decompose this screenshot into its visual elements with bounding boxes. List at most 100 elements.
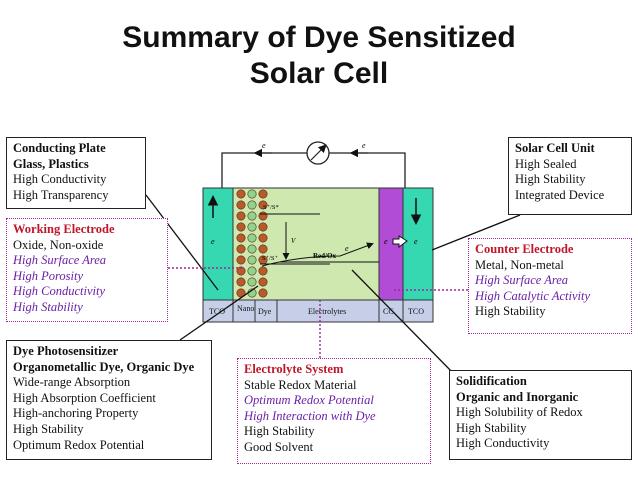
nano-particle [236,200,246,210]
electrolyte-heading: Electrolyte System [244,362,344,376]
nano-particle [258,189,268,199]
nano-particle [247,244,257,254]
solidification-item: High Solubility of Redox [456,405,583,420]
dye-item: High Absorption Coefficient [13,390,156,405]
electrolyte-box: Electrolyte System Stable Redox Material… [237,358,431,464]
counter-electrode-heading: Counter Electrode [475,242,574,256]
solar-unit-item: High Stability [515,172,586,187]
nano-particle [247,189,257,199]
nano-particles [236,189,268,298]
nano-particle [236,277,246,287]
nano-particle [247,277,257,287]
solar-unit-heading: Solar Cell Unit [515,141,595,155]
conducting-plate-heading-1: Conducting Plate [13,141,106,155]
nano-particle [247,200,257,210]
counter-electrode-box: Counter Electrode Metal, Non-metal High … [468,238,632,334]
working-electrode-item: High Stability [13,299,83,314]
electrolyte-item: Good Solvent [244,439,314,454]
electrolyte-sub: Stable Redox Material [244,377,357,392]
working-electrode-heading: Working Electrode [13,222,115,236]
dye-item: High Stability [13,421,84,436]
solidification-heading-1: Solidification [456,374,527,388]
nano-particle [236,222,246,232]
nano-particle [258,277,268,287]
nano-particle [236,233,246,243]
e-top-right: e [362,141,366,150]
e-top-left: e [262,141,266,150]
connector-conducting-plate [145,194,219,291]
conducting-plate-heading-2: Glass, Plastics [13,156,89,171]
solidification-heading-2: Organic and Inorganic [456,389,579,404]
nano-particle [247,233,257,243]
connector-solar-unit [431,214,521,251]
nano-particle [258,266,268,276]
title-line-1: Summary of Dye Sensitized [122,21,516,54]
conducting-plate-item: High Transparency [13,187,109,202]
redox-label: Red/Ox [313,252,336,260]
nano-particle [258,222,268,232]
connector-dye [179,285,259,341]
counter-electrode-italic-item: High Catalytic Activity [475,288,591,303]
solar-unit-item: Integrated Device [515,187,605,202]
counter-electrode-sub: Metal, Non-metal [475,257,564,272]
electrolyte-region [232,187,380,301]
nano-particle [258,233,268,243]
working-electrode-item: High Surface Area [13,253,107,268]
solidification-item: High Stability [456,420,527,435]
solidification-box: Solidification Organic and Inorganic Hig… [449,370,632,460]
s-plus-mid-label: S⁺/S⁺ [262,255,278,262]
electrolyte-italic-item: High Interaction with Dye [244,408,376,423]
nano-particle [247,211,257,221]
working-electrode-item: High Conductivity [13,284,105,299]
solar-unit-box: Solar Cell Unit High Sealed High Stabili… [508,137,632,215]
bar-tco-right [402,299,434,323]
nano-particle [247,266,257,276]
redox-curve [261,242,374,267]
meter-needle [310,144,327,161]
nano-particle [247,255,257,265]
voc-label: V [291,237,296,245]
nano-particle [258,211,268,221]
bar-tco-left-label: TCO [209,307,225,316]
hollow-arrow [392,235,408,248]
nano-particle [236,211,246,221]
conducting-plate-box: Conducting Plate Glass, Plastics High Co… [6,137,146,209]
nano-particle [236,255,246,265]
dye-item: Optimum Redox Potential [13,437,145,452]
electrolyte-italic-item: Optimum Redox Potential [244,393,374,408]
dye-heading-1: Dye Photosensitizer [13,344,119,358]
nano-particle [258,244,268,254]
e-mid: e [345,244,349,253]
dye-box: Dye Photosensitizer Organometallic Dye, … [6,340,212,460]
title-line-2: Solar Cell [249,57,389,90]
bar-tco-right-label: TCO [408,307,424,316]
tco-right [402,187,434,301]
nano-particle [236,266,246,276]
dye-item: Wide-range Absorption [13,375,131,390]
working-electrode-box: Working Electrode Oxide, Non-oxide High … [6,218,168,322]
connector-solidification [351,269,456,376]
solidification-item: High Conductivity [456,436,550,451]
e-right: e [384,237,388,246]
bar-nano-label: Nano [237,304,254,313]
working-electrode-item: High Porosity [13,268,84,283]
nano-particle [258,288,268,298]
page-title: Summary of Dye Sensitized Solar Cell [0,20,638,92]
bar-dye-label: Dye [258,307,272,316]
nano-particle [247,222,257,232]
dye-item: High-anchoring Property [13,406,139,421]
working-electrode-sub: Oxide, Non-oxide [13,237,104,252]
tco-left [202,187,234,301]
bar-electrolytes-label: Electrolytes [308,307,346,316]
counter-electrode-item: High Stability [475,304,546,319]
electrolyte-item: High Stability [244,424,315,439]
nano-particle [236,244,246,254]
s-plus-top-label: S⁺/S* [263,204,279,211]
counter-electrode-italic-item: High Surface Area [475,273,569,288]
solar-unit-item: High Sealed [515,156,577,171]
e-left: e [211,237,215,246]
nano-particle [258,200,268,210]
nano-particle [236,189,246,199]
conducting-plate-item: High Conductivity [13,172,107,187]
